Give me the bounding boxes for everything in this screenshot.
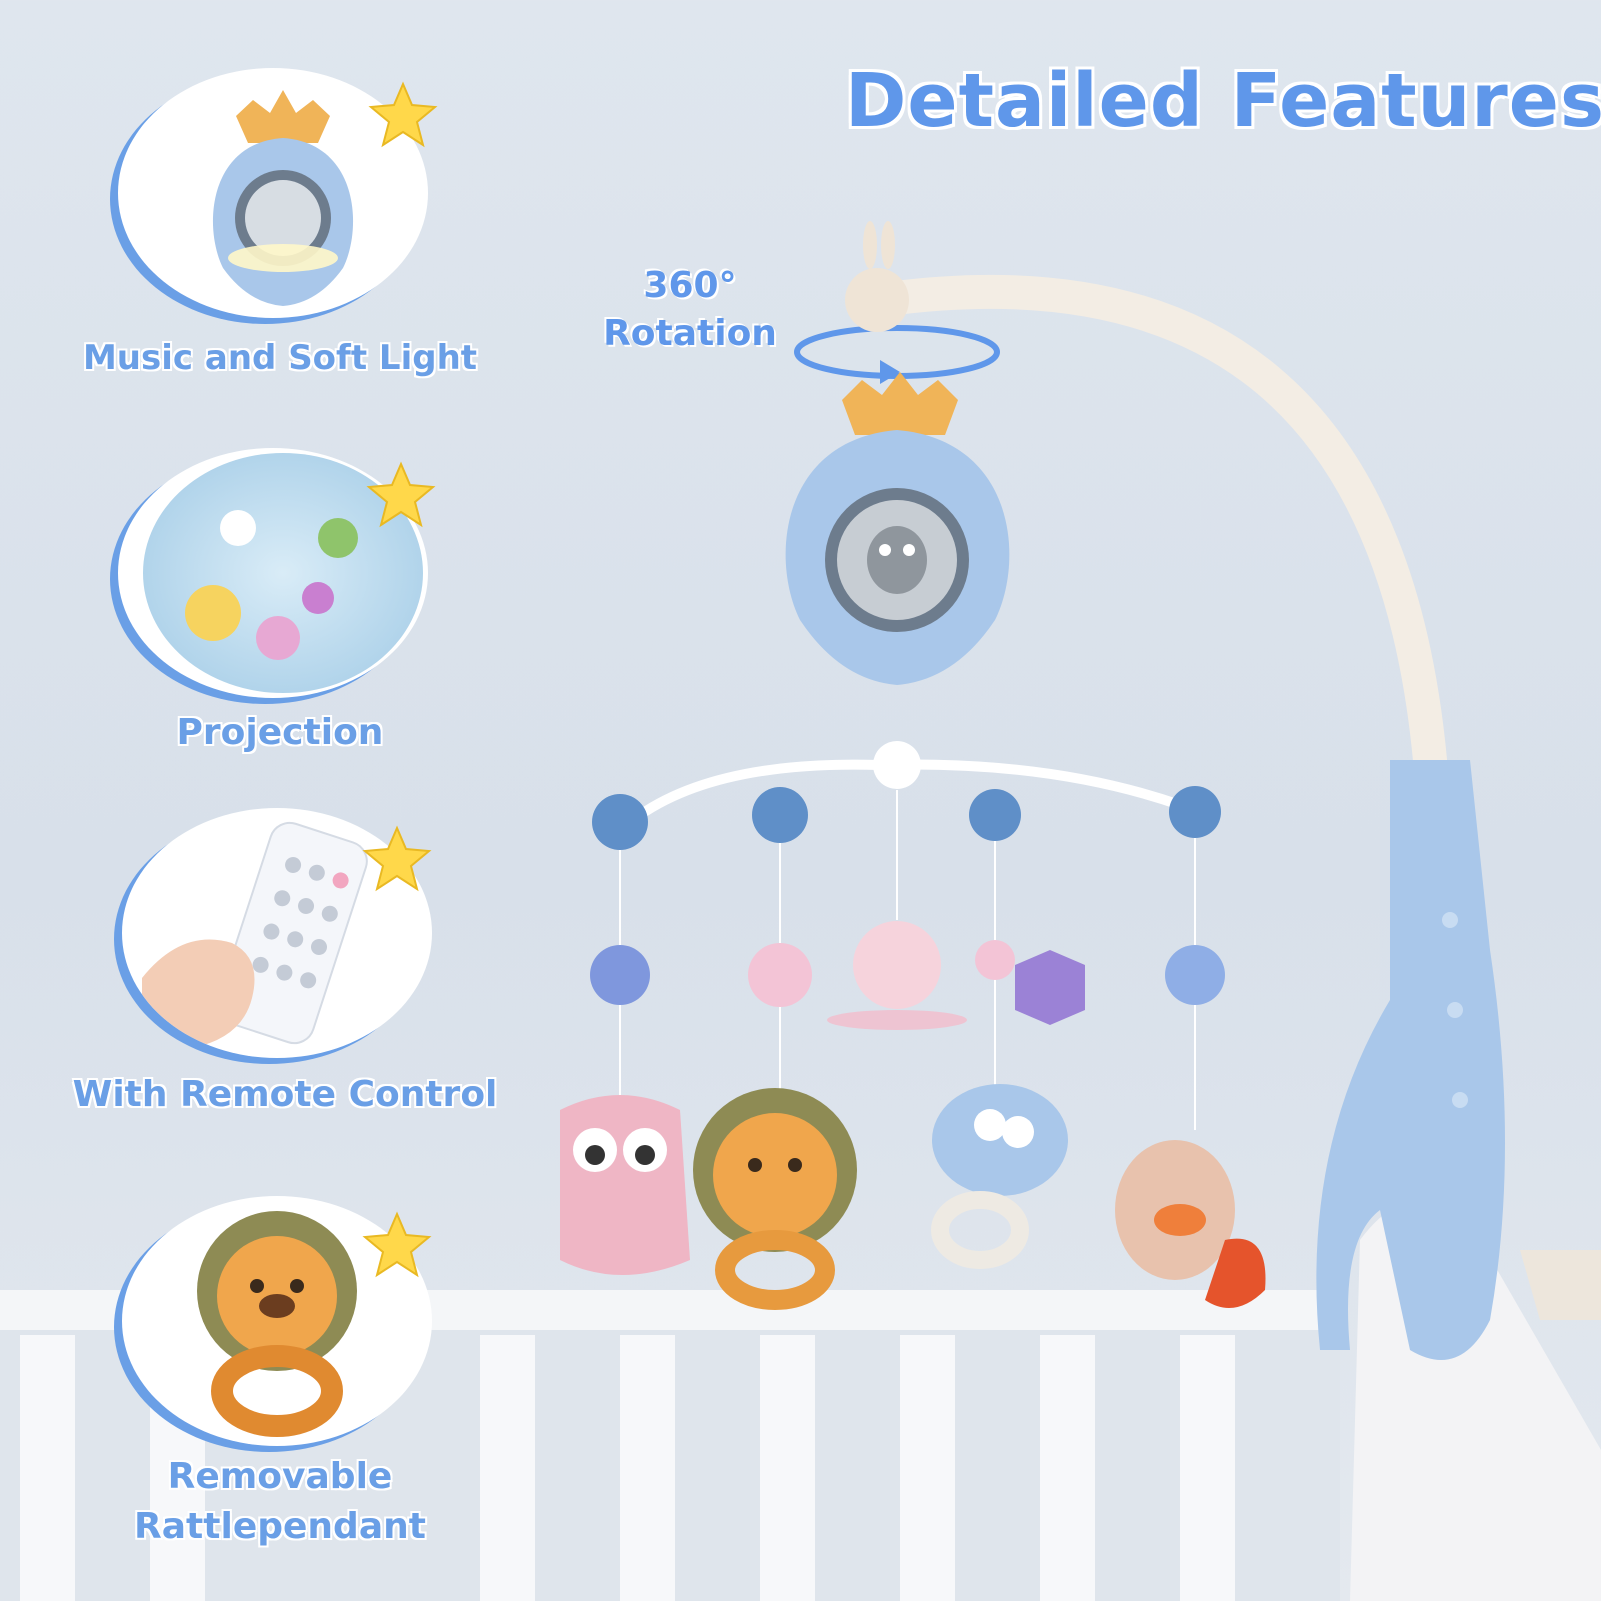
rattle-owl [560, 1095, 690, 1275]
star-icon [368, 81, 438, 148]
lion-rattle-icon [197, 1211, 357, 1437]
rattle-pig [1115, 1140, 1266, 1308]
music-box [785, 372, 1010, 685]
page-title: Detailed Features [845, 58, 1601, 144]
feature-music-light-circle [118, 68, 428, 318]
rotation-label: 360° Rotation [600, 262, 780, 358]
star-icon [366, 461, 436, 528]
feature-label-remote: With Remote Control [72, 1074, 498, 1115]
rattle-lion [693, 1088, 857, 1310]
feature-label-music-light: Music and Soft Light [82, 338, 478, 378]
music-light-box-icon [212, 90, 354, 306]
projection-icon [143, 453, 423, 693]
mobile-arm [863, 274, 1505, 1360]
feature-label-rattle-line1: Removable [167, 1456, 393, 1497]
feature-label-rattle: Removable Rattlependant [90, 1452, 470, 1552]
rotation-degrees: 360° [643, 265, 737, 306]
remote-control-icon [142, 821, 368, 1048]
feature-label-projection: Projection [176, 712, 384, 753]
star-icon [362, 825, 432, 892]
feature-label-rattle-line2: Rattlependant [134, 1506, 426, 1547]
rattle-dino [931, 1084, 1068, 1269]
mobile-hanger [592, 741, 1221, 850]
star-icon [362, 1211, 432, 1278]
feature-projection-circle [118, 448, 428, 698]
rotation-text: Rotation [603, 313, 777, 354]
